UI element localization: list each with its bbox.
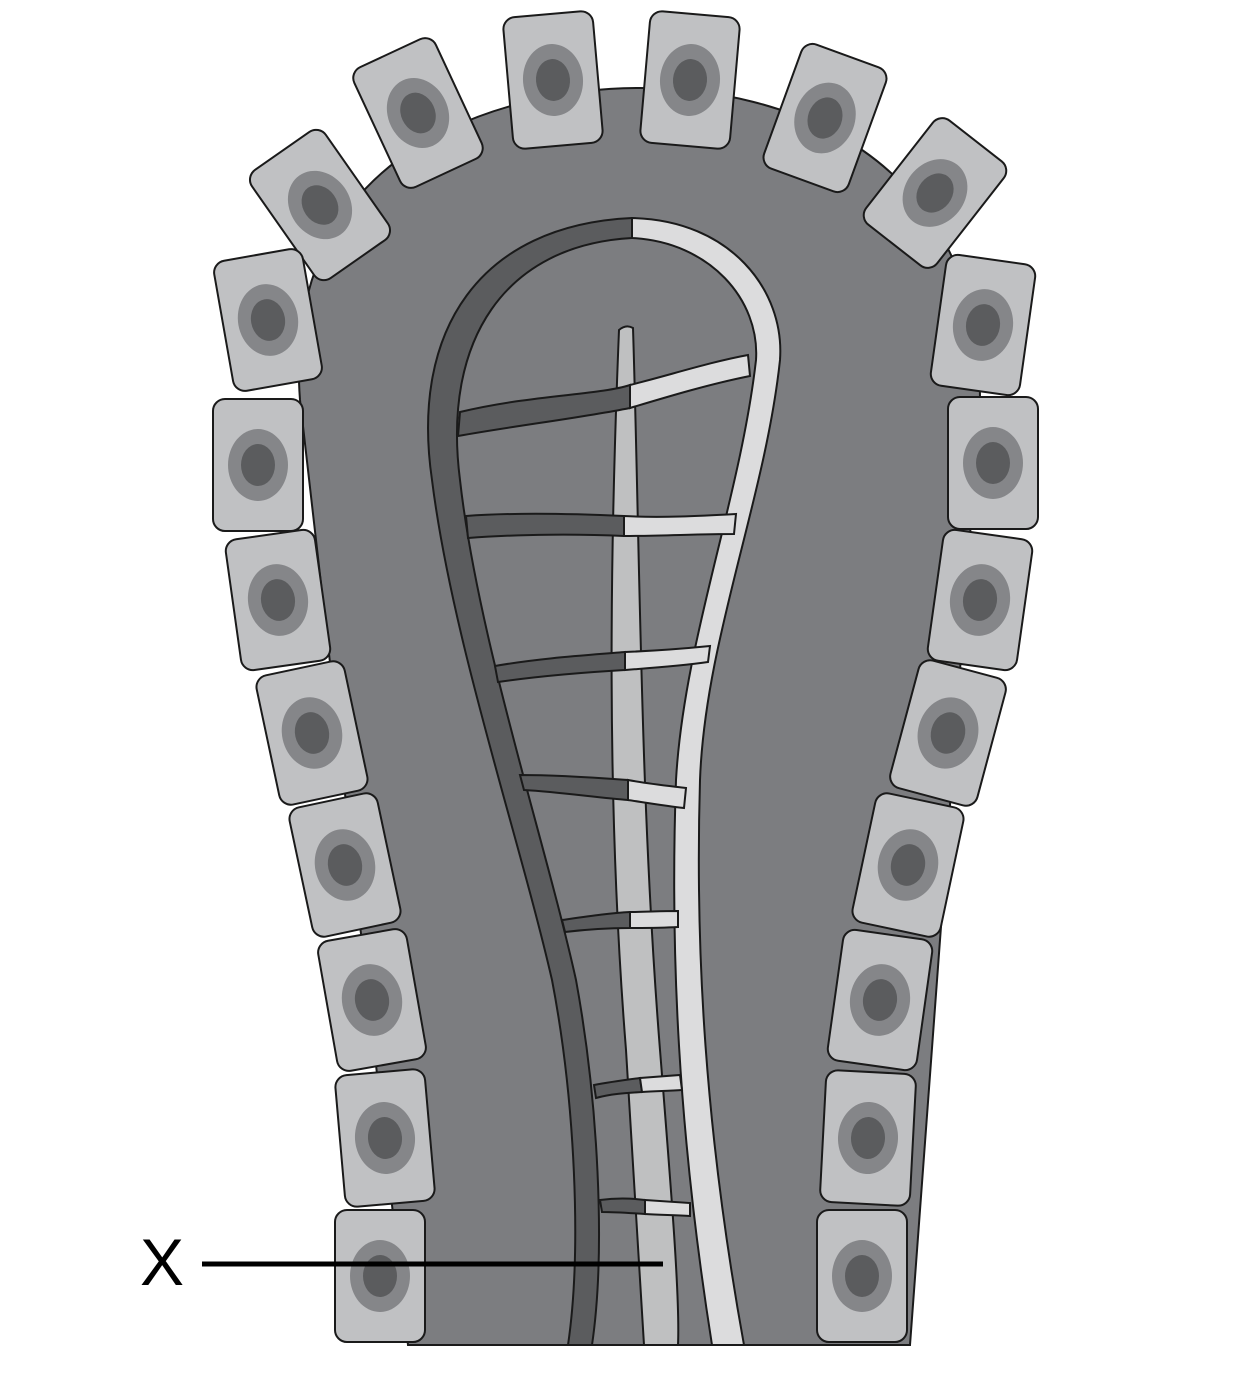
cell-nucleus <box>916 173 954 213</box>
cell-nucleus <box>862 979 898 1021</box>
cell-nucleus <box>976 442 1010 484</box>
epithelial-cell <box>889 659 1007 807</box>
label-x: X <box>140 1225 185 1299</box>
epithelial-cell <box>352 37 484 189</box>
cell-nucleus <box>241 444 275 486</box>
cell-nucleus <box>250 299 286 341</box>
epithelial-cell <box>502 10 604 150</box>
epithelial-cell <box>288 792 402 938</box>
capillary-light <box>624 644 712 672</box>
epithelial-cell <box>926 528 1034 672</box>
capillary-dark <box>464 512 625 540</box>
epithelial-cell <box>213 248 323 392</box>
epithelial-cell <box>929 253 1037 397</box>
cell-nucleus <box>890 844 926 886</box>
cell-nucleus <box>807 97 843 139</box>
epithelial-cell <box>819 1069 917 1207</box>
cell-nucleus <box>672 59 708 101</box>
capillary-light <box>644 1198 691 1218</box>
cell-nucleus <box>535 59 571 101</box>
cell-nucleus <box>260 579 296 621</box>
epithelial-cell <box>639 10 741 150</box>
epithelial-cell <box>248 128 392 282</box>
capillary-light <box>629 353 752 410</box>
cell-nucleus <box>962 579 998 621</box>
cell-nucleus <box>294 712 330 754</box>
epithelial-cell <box>212 398 304 532</box>
cell-nucleus <box>965 304 1001 346</box>
epithelial-cell <box>317 928 427 1072</box>
epithelial-cell <box>334 1068 436 1208</box>
epithelial-cell <box>224 528 332 672</box>
epithelial-cell <box>816 1209 908 1343</box>
capillary-light <box>627 778 688 810</box>
dark-blood-vessel <box>427 216 633 1346</box>
epithelium <box>212 10 1039 1343</box>
cell-nucleus <box>367 1117 403 1159</box>
cell-nucleus <box>301 185 339 225</box>
capillary-dark <box>598 1197 646 1216</box>
epithelial-cell <box>334 1209 426 1343</box>
epithelial-cell <box>255 660 369 806</box>
cell-nucleus <box>327 844 363 886</box>
epithelial-cell <box>762 42 888 194</box>
capillary-light <box>629 909 679 930</box>
cell-nucleus <box>930 712 966 754</box>
capillary-light <box>638 1073 684 1094</box>
cell-nucleus <box>400 92 436 134</box>
epithelial-cell <box>826 928 934 1072</box>
light-blood-vessel <box>631 216 782 1346</box>
cell-nucleus <box>850 1117 886 1159</box>
epithelial-cell <box>862 117 1008 269</box>
capillaries-light <box>623 353 752 1218</box>
epithelial-cell <box>851 792 965 938</box>
capillary-light <box>623 512 738 538</box>
epithelial-cell <box>947 396 1039 530</box>
cell-nucleus <box>354 979 390 1021</box>
cell-nucleus <box>845 1255 879 1297</box>
cell-nucleus <box>363 1255 397 1297</box>
